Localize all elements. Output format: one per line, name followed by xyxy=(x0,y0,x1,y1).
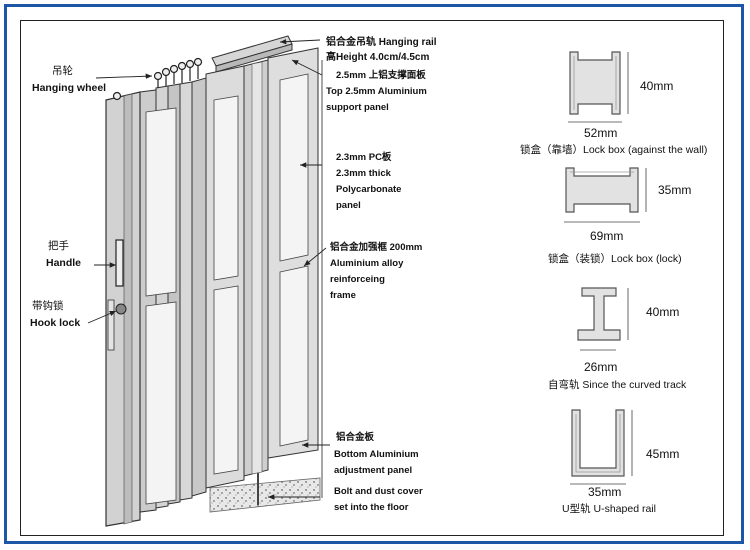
label-frame-2: Aluminium alloy xyxy=(330,258,404,269)
label-hanging-wheel-en: Hanging wheel xyxy=(32,82,106,94)
label-pc-3: Polycarbonate xyxy=(336,184,401,195)
profile-4-caption: U型轨 U-shaped rail xyxy=(562,502,656,515)
label-bolt-2: set into the floor xyxy=(334,502,409,513)
profile-4-height: 45mm xyxy=(646,447,679,461)
profile-curved-track: 40mm 26mm 自弯轨 Since the curved track xyxy=(548,287,687,391)
profile-1-height: 40mm xyxy=(640,79,673,93)
handle xyxy=(115,239,124,287)
inner-frame xyxy=(20,20,724,536)
label-pc-2: 2.3mm thick xyxy=(336,168,392,179)
leader-lines xyxy=(87,38,330,500)
label-bottom-2: Bottom Aluminium xyxy=(334,449,419,460)
profile-3-width: 26mm xyxy=(584,360,617,374)
label-bolt-1: Bolt and dust cover xyxy=(334,486,423,497)
label-frame-4: frame xyxy=(330,290,356,301)
profile-u-rail: 45mm 35mm U型轨 U-shaped rail xyxy=(562,409,679,515)
label-hanging-wheel-cn: 吊轮 xyxy=(52,64,73,77)
profile-2-shape xyxy=(565,167,639,213)
label-handle-cn: 把手 xyxy=(48,239,69,252)
profile-3-height: 40mm xyxy=(646,305,679,319)
door-label-group: 吊轮 Hanging wheel 把手 Handle 带钩锁 Hook lock… xyxy=(30,35,437,513)
profile-2-height: 35mm xyxy=(658,183,691,197)
profile-2-width: 69mm xyxy=(590,229,623,243)
profile-3-shape xyxy=(577,287,621,341)
label-pc-1: 2.3mm PC板 xyxy=(336,151,392,163)
label-handle-en: Handle xyxy=(46,257,81,269)
label-top-panel-1: 2.5mm 上铝支撑面板 xyxy=(336,69,426,81)
label-hook-lock-en: Hook lock xyxy=(30,317,80,329)
profile-2-caption: 锁盒（装锁）Lock box (lock) xyxy=(548,252,682,265)
hook-lock xyxy=(115,303,127,315)
label-hanging-rail-1: 铝合金吊轨 Hanging rail xyxy=(326,35,437,48)
label-hanging-rail-2: 高Height 4.0cm/4.5cm xyxy=(326,50,429,63)
label-frame-3: reinforceing xyxy=(330,274,385,285)
label-bottom-3: adjustment panel xyxy=(334,465,412,476)
label-hook-lock-cn: 带钩锁 xyxy=(32,299,64,312)
hanging-wheels xyxy=(112,57,203,101)
label-bottom-1: 铝合金板 xyxy=(336,431,375,443)
profile-1-width: 52mm xyxy=(584,126,617,140)
profile-4-width: 35mm xyxy=(588,485,621,499)
profile-lock-box-wall: 40mm 52mm 锁盒（靠墙）Lock box (against the wa… xyxy=(520,51,707,156)
floor-section xyxy=(209,477,321,513)
folding-door-illustration xyxy=(105,35,321,527)
profile-lock-box-lock: 35mm 69mm 锁盒（装锁）Lock box (lock) xyxy=(548,167,691,265)
profile-1-caption: 锁盒（靠墙）Lock box (against the wall) xyxy=(520,143,707,156)
profile-3-caption: 自弯轨 Since the curved track xyxy=(548,378,687,391)
label-top-panel-2: Top 2.5mm Aluminium xyxy=(326,86,427,97)
label-frame-1: 铝合金加强框 200mm xyxy=(330,241,422,253)
label-pc-4: panel xyxy=(336,200,361,211)
label-top-panel-3: support panel xyxy=(326,102,389,113)
profile-1-shape xyxy=(569,51,621,115)
profile-4-shape xyxy=(571,409,625,477)
